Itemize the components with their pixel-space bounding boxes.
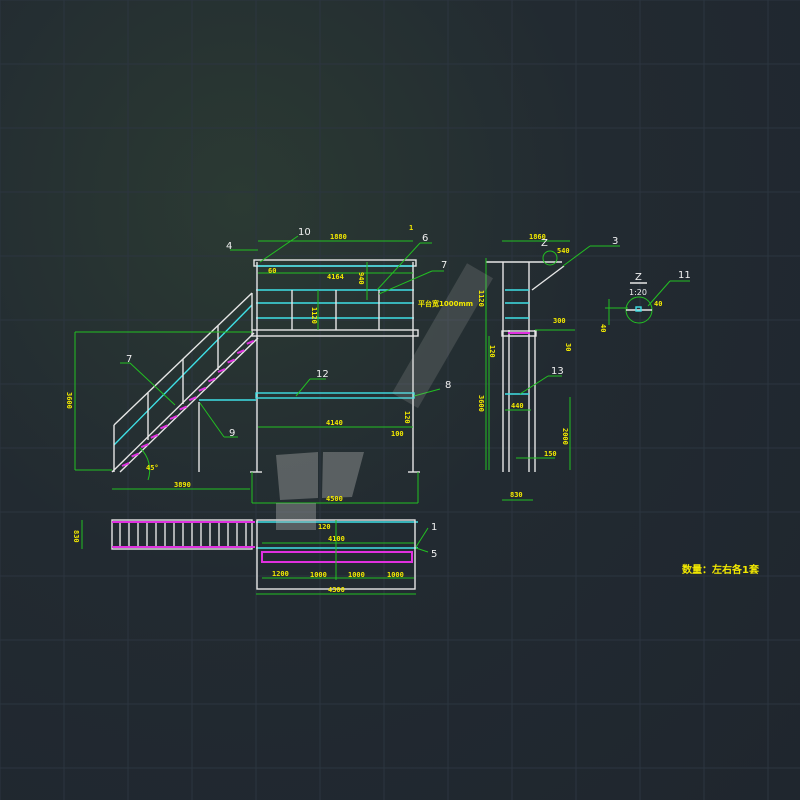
dim-top-width: 1880 xyxy=(330,233,347,241)
dim-1120: 1120 xyxy=(310,307,318,324)
callout-4: 4 xyxy=(226,241,232,252)
stair-tread xyxy=(208,377,216,383)
stair-tread xyxy=(160,424,168,430)
platform-width-note: 平台宽1000mm xyxy=(418,299,473,308)
front-dimension-lines xyxy=(74,235,444,504)
stair-tread xyxy=(121,462,130,467)
dim-4500: 4500 xyxy=(326,495,343,503)
dim-stair-run: 3890 xyxy=(174,481,191,489)
platform-deck xyxy=(251,329,419,337)
side-deck xyxy=(501,330,537,337)
callout-11: 11 xyxy=(678,270,691,281)
callout-3: 3 xyxy=(612,236,618,247)
dim-4164: 4164 xyxy=(327,273,344,281)
stair-plan xyxy=(111,519,253,550)
dim-940: 940 xyxy=(357,272,365,285)
plan-view xyxy=(81,519,429,595)
platform-top-rail xyxy=(253,259,417,267)
dimension-texts: 1880 60 940 4164 1120 平台宽1000mm 3600 45°… xyxy=(65,233,662,594)
callout-10: 10 xyxy=(298,227,311,238)
side-dim-1860: 1860 xyxy=(529,233,546,241)
dim-60: 60 xyxy=(268,267,276,275)
callout-5: 5 xyxy=(431,549,437,560)
detail-z xyxy=(605,280,690,325)
plan-dim-4100: 4100 xyxy=(328,535,345,543)
side-dimension-lines xyxy=(485,240,620,501)
detail-scale: 1:20 xyxy=(629,288,647,297)
callout-labels: 4 10 6 7 7 8 9 12 1 5 3 11 13 1 xyxy=(126,224,691,560)
plan-dimension-lines xyxy=(81,520,429,595)
plan-dim-4300: 4300 xyxy=(328,586,345,594)
side-brace xyxy=(531,265,565,291)
stair-tread xyxy=(227,358,235,364)
callout-8: 8 xyxy=(445,380,451,391)
watermark xyxy=(276,263,493,530)
top-mark: 1 xyxy=(409,224,413,232)
callout-9: 9 xyxy=(229,428,235,439)
platform-grating xyxy=(261,551,413,563)
side-view xyxy=(485,240,620,501)
plan-seg-3: 1000 xyxy=(348,571,365,579)
side-dim-440: 440 xyxy=(511,402,524,410)
stair-tread xyxy=(140,443,149,449)
side-dim-2000: 2000 xyxy=(561,428,569,445)
dim-100: 100 xyxy=(391,430,404,438)
callout-7-stair: 7 xyxy=(126,354,132,365)
detail-z-marker xyxy=(542,250,558,266)
stair-tread xyxy=(198,386,207,392)
stair-tread xyxy=(179,405,187,411)
dim-120: 120 xyxy=(403,411,411,424)
stair-tread xyxy=(246,339,255,345)
stair-treads xyxy=(121,339,255,467)
front-view xyxy=(74,235,444,504)
dim-height: 3600 xyxy=(65,392,73,409)
detail-weld xyxy=(635,306,642,312)
callout-1: 1 xyxy=(431,522,437,533)
stair-tread xyxy=(236,349,245,355)
stair-tread xyxy=(169,415,178,420)
stair-stringer xyxy=(119,337,259,473)
detail-dim-40a: 40 xyxy=(654,300,662,308)
side-dim-300: 300 xyxy=(553,317,566,325)
beam-12 xyxy=(255,392,415,399)
quantity-note: 数量：左右各1套 xyxy=(682,563,760,576)
detail-label: Z xyxy=(635,272,642,283)
plan-seg-4: 1000 xyxy=(387,571,404,579)
plan-dim-120: 120 xyxy=(318,523,331,531)
side-dim-830: 830 xyxy=(510,491,523,499)
plan-seg-1: 1200 xyxy=(272,570,289,578)
side-dim-120: 120 xyxy=(488,345,496,358)
side-dim-3600: 3600 xyxy=(477,395,485,412)
side-dim-150: 150 xyxy=(544,450,557,458)
detail-dim-40b: 40 xyxy=(599,324,607,332)
side-detail-z: Z xyxy=(541,238,548,249)
stair-tread xyxy=(217,368,226,373)
plan-seg-2: 1000 xyxy=(310,571,327,579)
side-dim-1120: 1120 xyxy=(477,290,485,307)
stair-tread xyxy=(150,433,159,439)
stair-tread xyxy=(188,396,197,402)
callout-13: 13 xyxy=(551,366,564,377)
stair-plan-treads xyxy=(119,522,247,547)
stair-tread xyxy=(131,452,139,458)
dim-4140: 4140 xyxy=(326,419,343,427)
callout-7: 7 xyxy=(441,260,447,271)
side-dim-540: 540 xyxy=(557,247,570,255)
plan-dim-830: 830 xyxy=(72,530,80,543)
side-dim-30: 30 xyxy=(564,343,572,351)
callout-6: 6 xyxy=(422,233,428,244)
dim-angle: 45° xyxy=(146,464,159,472)
callout-12: 12 xyxy=(316,369,329,380)
